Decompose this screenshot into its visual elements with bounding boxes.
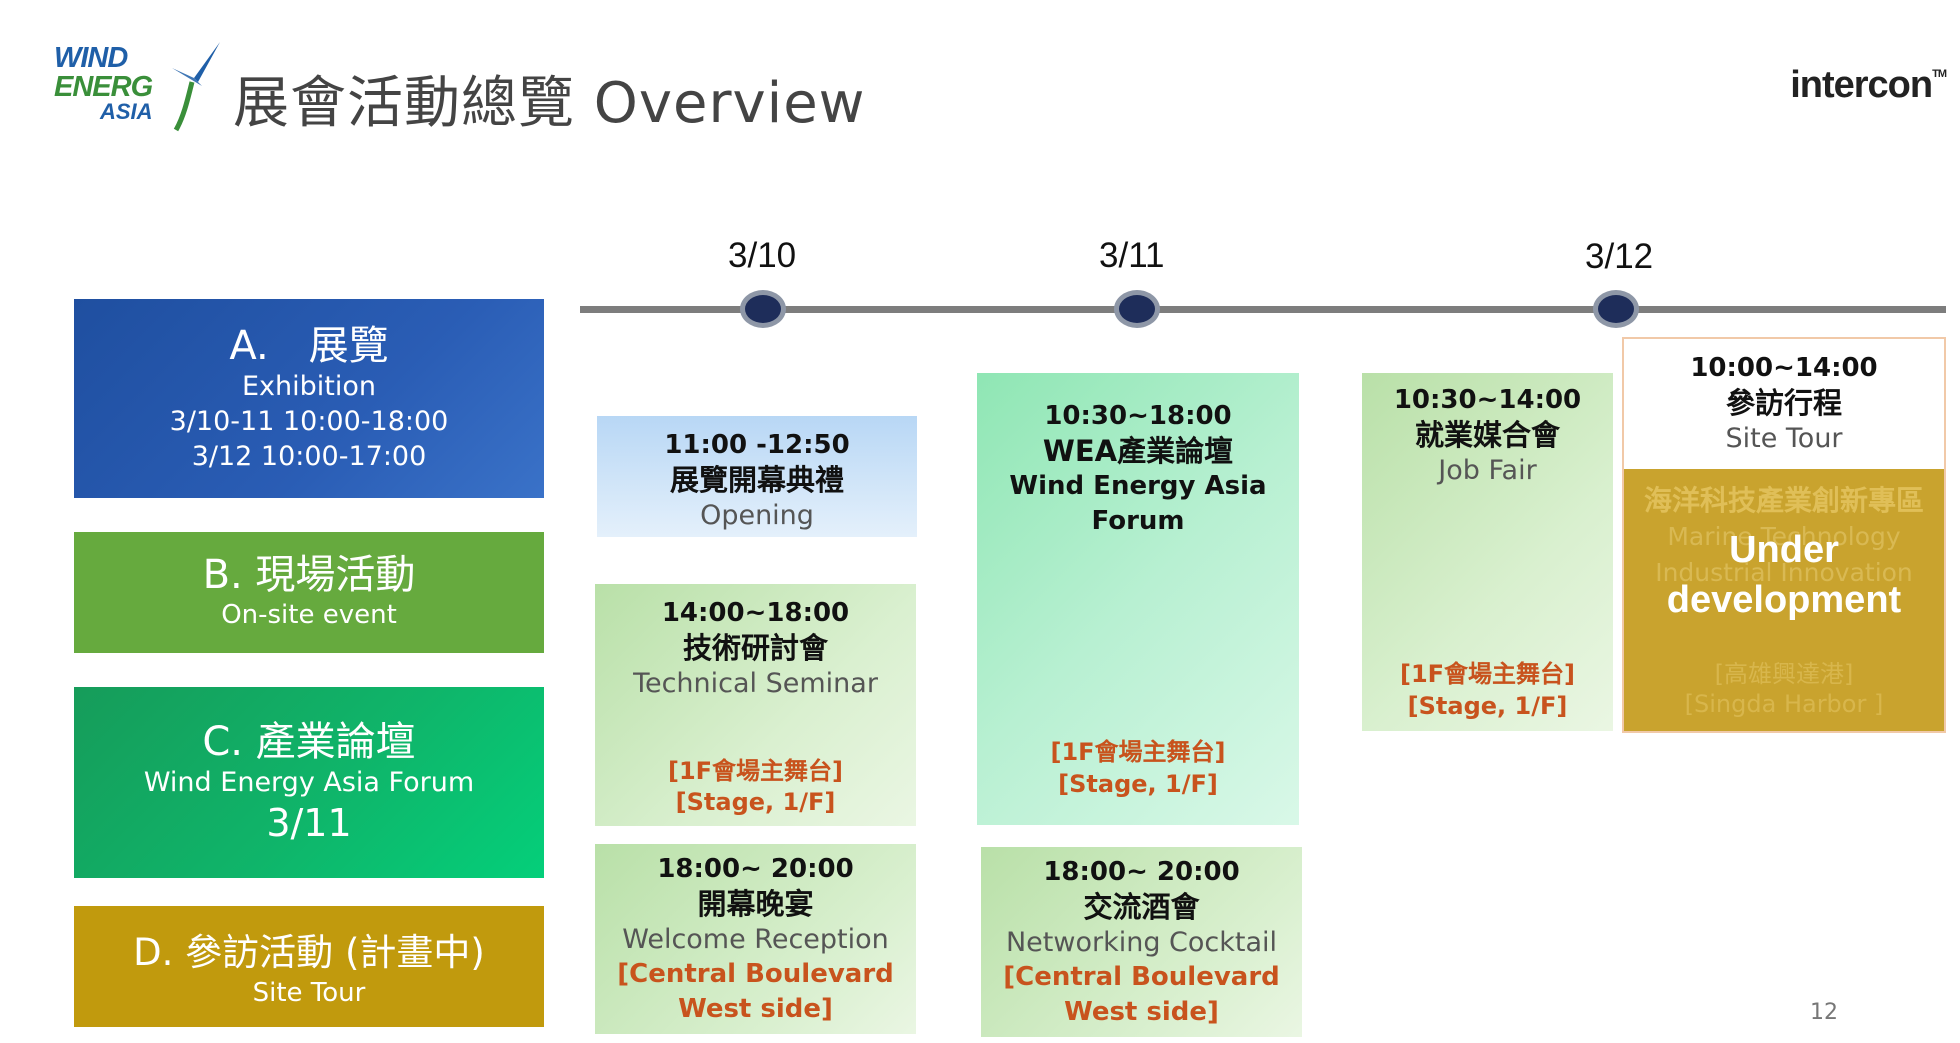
event-welcome-reception: 18:00~ 20:00 開幕晚宴 Welcome Reception [Cen… (595, 844, 916, 1034)
category-title: A. 展覽 (229, 323, 389, 369)
faint-location-zh: [高雄興達港] (1714, 660, 1854, 688)
event-time: 10:00~14:00 (1690, 353, 1878, 383)
event-title-en-line2: Forum (1091, 506, 1185, 536)
event-title-en: Technical Seminar (633, 668, 878, 699)
event-title-zh: 展覽開幕典禮 (669, 463, 844, 497)
event-title-zh: 技術研討會 (682, 631, 828, 665)
overlay-line2: development (1666, 579, 1902, 621)
logo-text-energ: ENERG (54, 71, 153, 103)
event-title-en: Site Tour (1725, 423, 1843, 454)
event-location-line2: West side] (678, 994, 833, 1024)
faint-title-zh: 海洋科技產業創新專區 (1643, 484, 1924, 517)
event-title-zh: 開幕晚宴 (697, 887, 814, 921)
event-title-zh: 就業媒合會 (1414, 418, 1560, 452)
category-title: B. 現場活動 (202, 552, 416, 598)
date-label-3-10: 3/10 (728, 236, 797, 275)
category-title: D. 參訪活動 (計畫中) (133, 931, 485, 974)
trademark-mark: TM (1932, 68, 1947, 80)
event-location-zh: [1F會場主舞台] (1399, 660, 1576, 688)
category-subtitle: Site Tour (252, 978, 366, 1008)
wind-energy-asia-logo: WIND ENERG ASIA (52, 38, 232, 134)
date-label-3-11: 3/11 (1099, 236, 1165, 275)
event-title-en: Opening (700, 500, 814, 531)
category-subtitle: Wind Energy Asia Forum (143, 767, 475, 798)
event-location-line1: [Central Boulevard (617, 959, 894, 989)
event-title-zh: WEA產業論壇 (1042, 434, 1234, 468)
event-title-zh: 參訪行程 (1725, 386, 1842, 420)
event-location-en: [Stage, 1/F] (1058, 770, 1218, 798)
timeline-node-3-12 (1593, 290, 1639, 328)
event-technical-seminar: 14:00~18:00 技術研討會 Technical Seminar [1F會… (595, 584, 916, 826)
faint-title-en-line2: Industrial Innovation (1655, 558, 1913, 587)
event-location-zh: [1F會場主舞台] (1050, 738, 1226, 766)
event-location-en: [Stage, 1/F] (675, 788, 836, 816)
wind-turbine-icon (172, 42, 220, 132)
category-site-tour: D. 參訪活動 (計畫中) Site Tour (74, 906, 544, 1027)
event-location-line1: [Central Boulevard (1003, 962, 1280, 992)
faint-location-en: [Singda Harbor ] (1684, 690, 1884, 718)
logo-text-wind: WIND (54, 42, 128, 74)
under-development-overlay: Under development (1624, 525, 1944, 625)
event-location-zh: [1F會場主舞台] (667, 757, 844, 785)
event-time: 11:00 -12:50 (664, 430, 850, 460)
event-time: 18:00~ 20:00 (657, 854, 854, 884)
category-hours: 3/10-11 10:00-18:00 (169, 406, 449, 437)
event-title-en-line1: Wind Energy Asia (1009, 471, 1267, 501)
category-hours: 3/12 10:00-17:00 (191, 441, 427, 472)
brand-name: intercon (1790, 64, 1933, 106)
event-title-en: Welcome Reception (622, 924, 889, 955)
event-title-en: Networking Cocktail (1005, 927, 1278, 958)
event-networking-cocktail: 18:00~ 20:00 交流酒會 Networking Cocktail [C… (981, 847, 1302, 1037)
faint-location: [高雄興達港] [Singda Harbor ] (1624, 659, 1944, 719)
event-time: 18:00~ 20:00 (1043, 857, 1240, 887)
event-site-tour: 10:00~14:00 參訪行程 Site Tour 海洋科技產業創新專區 Ma… (1622, 337, 1946, 733)
event-time: 10:30~14:00 (1393, 385, 1582, 415)
category-date: 3/11 (266, 801, 352, 845)
event-title-zh: 交流酒會 (1083, 890, 1200, 924)
category-title: C. 產業論壇 (202, 719, 416, 765)
event-time: 10:30~18:00 (1044, 401, 1232, 431)
overlay-line1: Under (1729, 529, 1839, 571)
event-time: 14:00~18:00 (661, 598, 850, 628)
faint-title-en-line1: Marine Technology (1667, 522, 1901, 551)
category-exhibition: A. 展覽 Exhibition 3/10-11 10:00-18:00 3/1… (74, 299, 544, 498)
event-title-en: Job Fair (1438, 455, 1537, 486)
category-forum: C. 產業論壇 Wind Energy Asia Forum 3/11 (74, 687, 544, 878)
site-tour-header: 10:00~14:00 參訪行程 Site Tour (1624, 339, 1944, 469)
event-location-en: [Stage, 1/F] (1407, 692, 1568, 720)
category-onsite-event: B. 現場活動 On-site event (74, 532, 544, 653)
timeline-node-3-10 (740, 290, 786, 328)
page-title: 展會活動總覽 Overview (233, 71, 866, 136)
event-opening: 11:00 -12:50 展覽開幕典禮 Opening (597, 416, 917, 537)
intercon-logo: interconTM (1790, 64, 1947, 107)
event-job-fair: 10:30~14:00 就業媒合會 Job Fair [1F會場主舞台] [St… (1362, 373, 1613, 731)
timeline-line (580, 306, 1946, 313)
event-location-line2: West side] (1064, 997, 1219, 1027)
timeline-node-3-11 (1114, 290, 1160, 328)
category-subtitle: On-site event (221, 600, 397, 630)
category-subtitle: Exhibition (241, 371, 376, 402)
date-label-3-12: 3/12 (1585, 237, 1654, 276)
event-wea-forum: 10:30~18:00 WEA產業論壇 Wind Energy Asia For… (977, 373, 1299, 825)
site-tour-under-development-panel: 海洋科技產業創新專區 Marine Technology Industrial … (1624, 469, 1944, 731)
logo-text-asia: ASIA (100, 99, 153, 124)
page-number: 12 (1810, 1000, 1838, 1025)
